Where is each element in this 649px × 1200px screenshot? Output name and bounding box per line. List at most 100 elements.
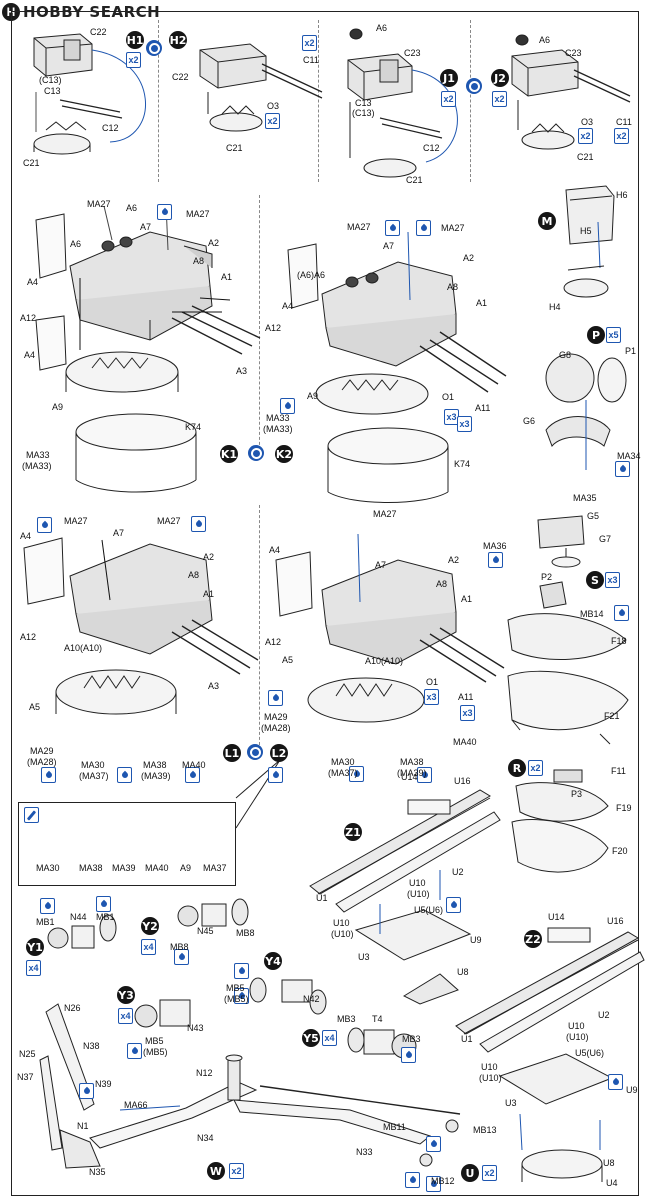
- part-label: A7: [140, 222, 152, 232]
- step-badge-l2: L2: [270, 744, 288, 762]
- part-label: A6: [70, 239, 82, 249]
- part-label: A9: [52, 402, 64, 412]
- part-label: U10: [481, 1062, 498, 1072]
- paint-drop-icon: [96, 896, 111, 912]
- part-label: N12: [196, 1068, 213, 1078]
- part-label: T4: [372, 1014, 383, 1024]
- part-label: C11: [303, 55, 319, 65]
- part-label: U1: [461, 1034, 473, 1044]
- paint-drop-icon: [127, 1043, 142, 1059]
- brush-icon: [24, 807, 39, 823]
- part-label: A8: [436, 579, 448, 589]
- part-label: A1: [461, 594, 473, 604]
- part-label: (MA28): [27, 757, 57, 767]
- part-label: MB14: [580, 609, 604, 619]
- step-badge-m: M: [538, 212, 556, 230]
- part-label: (A6)A6: [297, 270, 326, 280]
- part-label: A6: [539, 35, 551, 45]
- part-label: MA27: [87, 199, 111, 209]
- part-label: MA33: [26, 450, 50, 460]
- part-label: G5: [587, 511, 600, 521]
- alternate-version-icon: [146, 40, 162, 56]
- watermark: H HOBBY SEARCH: [2, 2, 160, 22]
- part-label: A12: [265, 637, 282, 647]
- quantity-badge: x2: [441, 91, 456, 107]
- part-label: MA37: [203, 863, 227, 873]
- part-label: MA34: [617, 451, 641, 461]
- part-label: C21: [577, 152, 594, 162]
- part-label: (MB5): [224, 994, 249, 1004]
- paint-drop-icon: [117, 767, 132, 783]
- part-label: MA40: [453, 737, 477, 747]
- part-label: N43: [187, 1023, 204, 1033]
- part-label: U14: [401, 772, 418, 782]
- part-label: C23: [404, 48, 421, 58]
- paint-drop-icon: [157, 204, 172, 220]
- part-label: P1: [625, 346, 637, 356]
- step-badge-y1: Y1: [26, 938, 44, 956]
- part-label: A4: [20, 531, 32, 541]
- part-label: U5(U6): [575, 1048, 605, 1058]
- part-label: H5: [580, 226, 592, 236]
- part-label: MA30: [81, 760, 105, 770]
- part-label: G7: [599, 534, 612, 544]
- step-badge-z2: Z2: [524, 930, 542, 948]
- part-label: (MA39): [397, 768, 427, 778]
- paint-drop-icon: [280, 398, 295, 414]
- part-label: K74: [185, 422, 202, 432]
- quantity-badge: x5: [606, 327, 621, 343]
- turret-k2-drawing: [287, 231, 507, 503]
- part-label: O1: [426, 677, 439, 687]
- part-label: U10: [409, 878, 426, 888]
- part-label: U3: [505, 1098, 517, 1108]
- part-label: C12: [423, 143, 440, 153]
- part-label: (C13): [352, 108, 375, 118]
- part-label: (MA33): [263, 424, 293, 434]
- part-label: MB8: [236, 928, 255, 938]
- part-label: A5: [29, 702, 41, 712]
- quantity-badge: x4: [118, 1008, 133, 1024]
- part-label: MA38: [400, 757, 424, 767]
- part-label: U10: [568, 1021, 585, 1031]
- part-label: F19: [616, 803, 632, 813]
- part-label: A8: [188, 570, 200, 580]
- part-label: N34: [197, 1133, 214, 1143]
- quantity-badge: x4: [141, 939, 156, 955]
- step-badge-j2: J2: [491, 69, 509, 87]
- paint-drop-icon: [268, 767, 283, 783]
- part-label: U10: [333, 918, 350, 928]
- paint-drop-icon: [191, 516, 206, 532]
- part-label: N1: [77, 1121, 89, 1131]
- part-label: MA40: [182, 760, 206, 770]
- step-badge-z1: Z1: [344, 823, 362, 841]
- quantity-badge: x3: [460, 705, 475, 721]
- quantity-badge: x3: [605, 572, 620, 588]
- part-p-drawing: [537, 353, 627, 568]
- quantity-badge: x3: [457, 416, 472, 432]
- boat-r-drawing: [511, 769, 609, 873]
- quantity-badge: x2: [482, 1165, 497, 1181]
- part-label: (U10): [566, 1032, 589, 1042]
- part-label: N42: [303, 994, 320, 1004]
- part-label: N44: [70, 912, 87, 922]
- part-label: U14: [548, 912, 565, 922]
- part-label: C21: [226, 143, 243, 153]
- step-badge-y5: Y5: [302, 1029, 320, 1047]
- part-label: U16: [607, 916, 624, 926]
- part-label: A2: [463, 253, 475, 263]
- part-label: C23: [565, 48, 582, 58]
- part-label: (MA28): [261, 723, 291, 733]
- turret-k1-drawing: [35, 203, 261, 493]
- step-badge-j1: J1: [440, 69, 458, 87]
- part-label: N37: [17, 1072, 34, 1082]
- part-label: P2: [541, 572, 553, 582]
- part-label: N38: [83, 1041, 100, 1051]
- step-badge-w: W: [207, 1162, 225, 1180]
- turret-j1-drawing: [347, 28, 458, 178]
- part-label: MB1: [96, 912, 115, 922]
- step-badge-h1: H1: [126, 31, 144, 49]
- part-label: (U10): [479, 1073, 502, 1083]
- part-label: MB1: [36, 917, 55, 927]
- part-label: U5(U6): [414, 905, 444, 915]
- part-label: MB13: [473, 1125, 497, 1135]
